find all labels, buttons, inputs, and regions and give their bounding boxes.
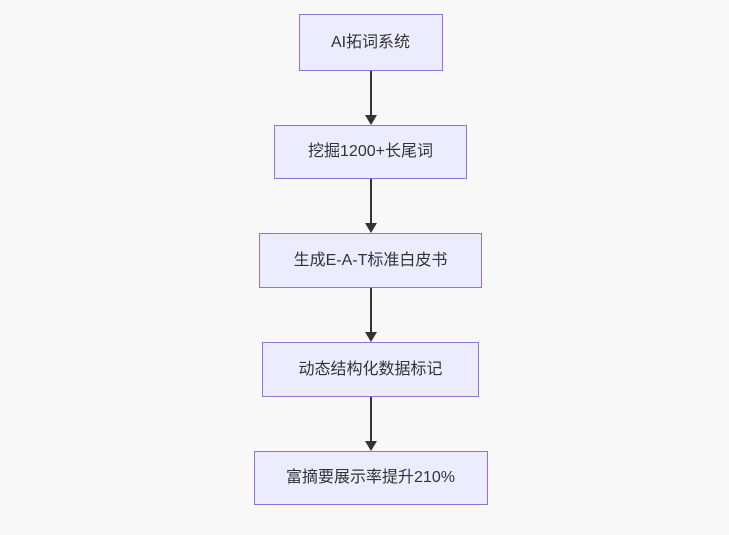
node-label: 富摘要展示率提升210% (286, 469, 455, 486)
flowchart-node-eat-whitepaper: 生成E-A-T标准白皮书 (259, 233, 482, 288)
arrow-down-icon (364, 332, 377, 342)
node-label: AI拓词系统 (330, 33, 411, 51)
node-label: 生成E-A-T标准白皮书 (293, 251, 448, 269)
flow-arrow (364, 179, 377, 233)
arrow-shaft (369, 71, 372, 115)
arrow-down-icon (364, 115, 377, 125)
arrow-down-icon (364, 441, 377, 451)
node-label: 动态结构化数据标记 (298, 360, 443, 378)
flowchart-node-ai-word-expansion: AI拓词系统 (298, 14, 443, 71)
flowchart-node-structured-data-markup: 动态结构化数据标记 (262, 342, 479, 397)
arrow-shaft (369, 288, 372, 332)
arrow-shaft (369, 397, 372, 441)
flow-arrow (364, 71, 377, 125)
flowchart-node-longtail-mining: 挖掘1200+长尾词 (274, 125, 467, 179)
arrow-down-icon (364, 223, 377, 233)
flow-arrow (364, 288, 377, 342)
flow-arrow (364, 397, 377, 451)
flowchart: AI拓词系统 挖掘1200+长尾词 生成E-A-T标准白皮书 动态结构化数据标记 (6, 14, 729, 505)
node-label: 挖掘1200+长尾词 (308, 143, 433, 160)
flowchart-node-rich-snippet-result: 富摘要展示率提升210% (253, 451, 488, 505)
arrow-shaft (369, 179, 372, 223)
